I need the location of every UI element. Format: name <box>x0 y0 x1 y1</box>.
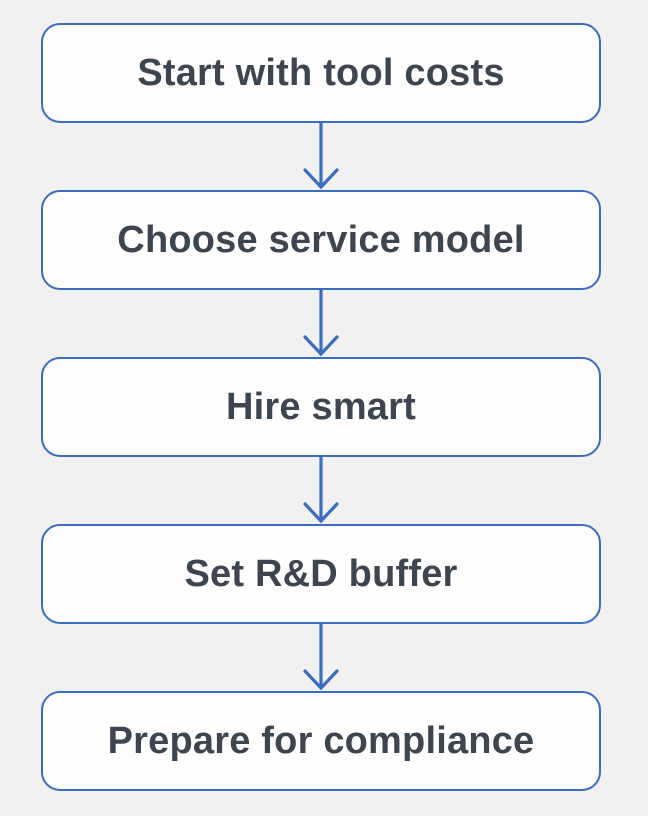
connector-2 <box>41 290 601 357</box>
connector-3 <box>41 457 601 524</box>
flow-step-3: Hire smart <box>41 357 601 457</box>
arrow-down-icon <box>303 457 339 524</box>
flow-step-1: Start with tool costs <box>41 23 601 123</box>
flow-step-4: Set R&D buffer <box>41 524 601 624</box>
arrow-down-icon <box>303 123 339 190</box>
flow-step-2-label: Choose service model <box>117 218 525 261</box>
flow-step-5-label: Prepare for compliance <box>107 719 535 762</box>
flow-step-2: Choose service model <box>41 190 601 290</box>
flow-step-1-label: Start with tool costs <box>137 51 505 94</box>
flow-step-4-label: Set R&D buffer <box>184 552 458 595</box>
flow-step-5: Prepare for compliance <box>41 691 601 791</box>
connector-1 <box>41 123 601 190</box>
arrow-down-icon <box>303 290 339 357</box>
flow-step-3-label: Hire smart <box>226 385 416 428</box>
arrow-down-icon <box>303 624 339 691</box>
connector-4 <box>41 624 601 691</box>
